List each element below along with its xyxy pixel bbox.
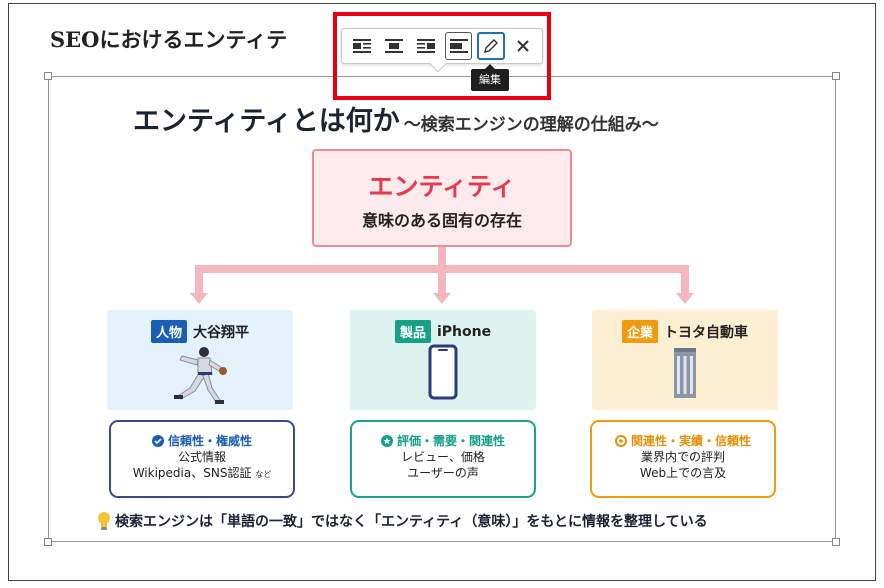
- detail-heading-text: 信頼性・権威性: [167, 434, 252, 448]
- entity-card-person: 人物 大谷翔平: [107, 310, 293, 410]
- resize-handle-bottom-left[interactable]: [44, 538, 52, 546]
- card-head: 企業 トヨタ自動車: [592, 320, 778, 343]
- infographic-title-row: エンティティとは何か〜検索エンジンの理解の仕組み〜: [133, 99, 659, 138]
- building-icon: [674, 348, 696, 398]
- align-left-button[interactable]: [348, 32, 375, 60]
- card-tag: 企業: [621, 320, 658, 343]
- card-illustration: [592, 344, 778, 400]
- pencil-icon: [484, 39, 498, 53]
- align-right-button[interactable]: [413, 32, 440, 60]
- connector-left: [195, 265, 203, 293]
- detail-line: レビュー、価格: [401, 450, 485, 464]
- baseball-player-icon: [174, 347, 227, 404]
- arrow-head-icon: [676, 293, 694, 304]
- highlight-annotation: [333, 12, 551, 100]
- card-head: 製品 iPhone: [350, 320, 536, 343]
- entity-card-product: 製品 iPhone: [350, 310, 536, 410]
- detail-line: Web上での言及: [639, 466, 727, 480]
- detail-line: ユーザーの声: [407, 466, 479, 480]
- star-circle-icon: [380, 434, 393, 447]
- close-icon: [517, 40, 530, 52]
- entity-main-box: エンティティ 意味のある固有の存在: [312, 149, 572, 247]
- infographic-image: エンティティとは何か〜検索エンジンの理解の仕組み〜 エンティティ 意味のある固有…: [49, 77, 835, 541]
- detail-heading: 関連性・実績・信頼性: [592, 432, 774, 449]
- detail-box-product: 評価・需要・関連性 レビュー、価格 ユーザーの声: [350, 420, 536, 498]
- detail-line: Wikipedia、SNS認証 など: [111, 465, 293, 483]
- infographic-subtitle: 〜検索エンジンの理解の仕組み〜: [403, 115, 659, 135]
- image-block[interactable]: エンティティとは何か〜検索エンジンの理解の仕組み〜 エンティティ 意味のある固有…: [44, 72, 840, 546]
- card-illustration: [350, 344, 536, 400]
- resize-handle-top-right[interactable]: [832, 72, 840, 80]
- smartphone-icon: [428, 344, 458, 400]
- footnote-text: 検索エンジンは「単語の一致」ではなく「エンティティ（意味）」をもとに情報を整理し…: [115, 514, 708, 530]
- card-name: 大谷翔平: [193, 324, 249, 341]
- entity-card-company: 企業 トヨタ自動車: [592, 310, 778, 410]
- card-tag: 製品: [394, 320, 431, 343]
- card-head: 人物 大谷翔平: [107, 320, 293, 343]
- gear-circle-icon: [614, 434, 627, 447]
- detail-heading-text: 関連性・実績・信頼性: [630, 434, 751, 448]
- align-none-button[interactable]: [444, 32, 473, 60]
- card-tag: 人物: [150, 320, 187, 343]
- footnote: 検索エンジンは「単語の一致」ではなく「エンティティ（意味）」をもとに情報を整理し…: [97, 511, 708, 531]
- infographic-title: エンティティとは何か: [133, 106, 400, 137]
- card-name: トヨタ自動車: [664, 324, 748, 341]
- resize-handle-bottom-right[interactable]: [832, 538, 840, 546]
- check-circle-icon: [151, 434, 164, 447]
- detail-note: など: [255, 470, 272, 479]
- detail-box-company: 関連性・実績・信頼性 業界内での評判 Web上での言及: [590, 420, 776, 498]
- entity-main-subtitle: 意味のある固有の存在: [361, 211, 522, 230]
- align-left-icon: [352, 39, 371, 53]
- entity-main-title: エンティティ: [368, 172, 516, 201]
- detail-heading-text: 評価・需要・関連性: [396, 434, 505, 448]
- align-right-icon: [417, 39, 436, 53]
- connector-right: [681, 265, 689, 293]
- connector-middle: [438, 265, 446, 293]
- detail-line-text: Wikipedia、SNS認証: [132, 466, 252, 480]
- detail-heading: 評価・需要・関連性: [352, 432, 534, 449]
- detail-line: 公式情報: [177, 450, 226, 464]
- detail-line: 業界内での評判: [640, 450, 725, 464]
- connector-vertical: [438, 247, 446, 269]
- lightbulb-icon: [98, 512, 110, 530]
- remove-button[interactable]: [510, 32, 537, 60]
- card-name: iPhone: [436, 323, 492, 340]
- detail-box-person: 信頼性・権威性 公式情報 Wikipedia、SNS認証 など: [109, 420, 295, 498]
- resize-handle-top-left[interactable]: [44, 72, 52, 80]
- card-illustration: [107, 344, 293, 406]
- align-center-icon: [384, 39, 403, 53]
- post-heading[interactable]: SEOにおけるエンティテ: [50, 27, 288, 52]
- image-toolbar: [341, 28, 543, 73]
- edit-button[interactable]: [477, 32, 505, 60]
- arrow-head-icon: [433, 293, 451, 304]
- align-center-button[interactable]: [380, 32, 407, 60]
- edit-tooltip: 編集: [471, 64, 509, 91]
- arrow-head-icon: [190, 293, 208, 304]
- align-none-icon: [449, 39, 468, 53]
- detail-heading: 信頼性・権威性: [111, 432, 293, 449]
